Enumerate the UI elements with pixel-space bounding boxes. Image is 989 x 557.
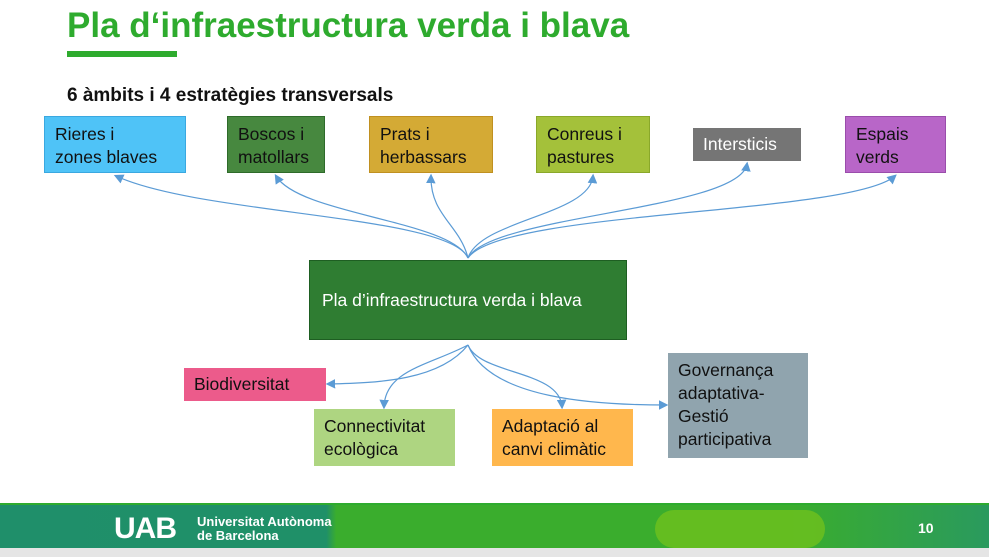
label: Espais: [856, 124, 909, 144]
label: adaptativa-: [678, 383, 765, 403]
strategy-connectivitat: Connectivitat ecològica: [314, 409, 455, 466]
label: Conreus i: [547, 124, 622, 144]
arrow-espais: [467, 174, 897, 259]
label: pastures: [547, 147, 615, 167]
page-number: 10: [918, 520, 934, 536]
strategy-adaptacio: Adaptació al canvi climàtic: [492, 409, 633, 466]
label: Rieres i: [55, 124, 115, 144]
label: ecològica: [324, 439, 398, 459]
label: Adaptació al: [502, 416, 599, 436]
arrow-biodiversitat: [325, 344, 469, 389]
label: verds: [856, 147, 899, 167]
label: Pla d’infraestructura verda i blava: [322, 290, 582, 310]
ambit-prats: Prats i herbassars: [369, 116, 493, 173]
uab-logo: UAB: [114, 512, 177, 545]
label: Boscos i: [238, 124, 305, 144]
strategy-biodiversitat: Biodiversitat: [184, 368, 326, 401]
label: Prats i: [380, 124, 430, 144]
arrow-adaptacio: [467, 344, 567, 410]
arrow-connectivitat: [379, 344, 469, 410]
uni-line2: de Barcelona: [197, 528, 279, 543]
arrow-governanca: [467, 344, 669, 410]
label: canvi climàtic: [502, 439, 607, 459]
center-plan-box: Pla d’infraestructura verda i blava: [309, 260, 627, 340]
arrow-rieres: [113, 174, 469, 259]
label: Biodiversitat: [194, 374, 290, 394]
label: Gestió: [678, 406, 729, 426]
arrow-prats: [426, 173, 469, 259]
title-underline: [67, 51, 177, 57]
ambit-espais-verds: Espais verds: [845, 116, 946, 173]
label: participativa: [678, 429, 772, 449]
arrow-conreus: [467, 173, 598, 259]
subtitle: 6 àmbits i 4 estratègies transversals: [67, 85, 394, 106]
label: matollars: [238, 147, 309, 167]
arrow-intersticis: [467, 161, 751, 259]
label: herbassars: [380, 147, 467, 167]
bottom-strip: [0, 548, 989, 557]
uni-line1: Universitat Autònoma: [197, 514, 332, 529]
ambit-conreus: Conreus i pastures: [536, 116, 650, 173]
label: Intersticis: [703, 134, 777, 154]
slide-title: Pla d‘infraestructura verda i blava: [67, 6, 630, 45]
arrow-boscos: [274, 173, 469, 259]
label: zones blaves: [55, 147, 158, 167]
strategy-governanca: Governança adaptativa- Gestió participativa: [668, 353, 808, 458]
decorative-shape: [655, 510, 825, 548]
ambit-boscos: Boscos i matollars: [227, 116, 325, 173]
ambit-rieres: Rieres i zones blaves: [44, 116, 186, 173]
label: Connectivitat: [324, 416, 426, 436]
label: Governança: [678, 360, 774, 380]
ambit-intersticis: Intersticis: [693, 128, 801, 161]
